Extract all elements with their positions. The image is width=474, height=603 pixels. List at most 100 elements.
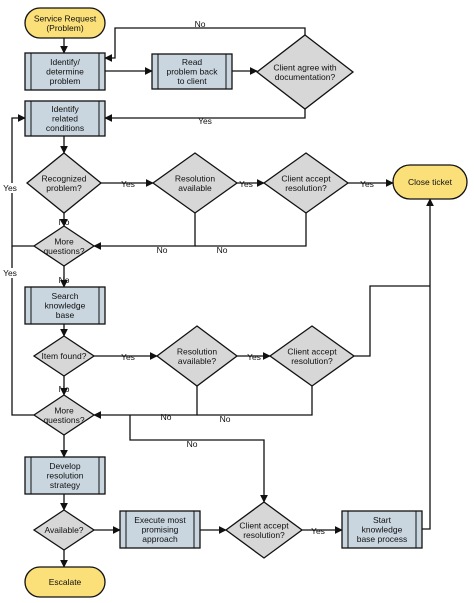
node-available: Available? xyxy=(32,509,96,551)
node-label: Client accept xyxy=(239,520,289,530)
label-recognized-yes: Yes xyxy=(121,179,135,189)
process-shape xyxy=(24,100,106,137)
node-label: Item found? xyxy=(42,351,87,361)
node-label: knowledge xyxy=(45,301,86,311)
node-label: available xyxy=(178,183,212,193)
label-resolution1-yes: Yes xyxy=(239,179,253,189)
node-label: Develop xyxy=(49,461,80,471)
label-agree-no: No xyxy=(195,19,206,29)
process-shape xyxy=(119,510,201,549)
label-accept2-no: No xyxy=(220,414,231,424)
node-label: Search xyxy=(52,291,79,301)
node-label: problem back xyxy=(166,67,218,77)
node-label: Available? xyxy=(44,525,83,535)
node-label: documentation? xyxy=(275,72,336,82)
node-label: knowledge xyxy=(362,525,403,535)
decision-shape xyxy=(32,335,96,377)
node-label: Read xyxy=(182,57,203,67)
edge-more2-no-branch xyxy=(129,415,268,503)
decision-shape xyxy=(32,225,96,267)
node-label: More xyxy=(54,405,74,415)
label-resolution2-no: No xyxy=(161,412,172,422)
label-accept3-yes: Yes xyxy=(311,526,325,536)
edge-resolution2-no xyxy=(93,386,198,419)
node-label: base process xyxy=(357,534,408,544)
edge-more1-yes-loop xyxy=(11,114,34,247)
node-label: conditions xyxy=(46,123,84,133)
node-label: Identify/ xyxy=(50,57,80,67)
node-label: Resolution xyxy=(175,173,215,183)
label-more1-no: No xyxy=(59,275,70,285)
node-label: available? xyxy=(178,356,217,366)
node-label: resolution? xyxy=(285,183,327,193)
node-label: questions? xyxy=(43,246,84,256)
edge-agree-yes xyxy=(104,109,306,122)
edge-resolution1-no xyxy=(93,213,196,250)
decision-shape xyxy=(155,325,239,387)
node-label: problem xyxy=(50,76,81,86)
node-label: to client xyxy=(177,76,207,86)
edge-more2-yes-loop xyxy=(11,246,34,416)
node-label: Resolution xyxy=(177,346,217,356)
edge-start-to-close xyxy=(422,198,434,530)
process-shape xyxy=(24,286,106,325)
node-label: promising xyxy=(142,525,179,535)
node-label: Escalate xyxy=(49,577,82,587)
label-more1-yes: Yes xyxy=(3,183,17,193)
edge-accept1-no xyxy=(195,213,307,247)
label-accept1-yes: Yes xyxy=(360,179,374,189)
node-label: Identify xyxy=(51,104,79,114)
node-label: (Problem) xyxy=(46,23,83,33)
label-more2-no: No xyxy=(187,439,198,449)
decision-shape xyxy=(25,152,103,214)
node-label: strategy xyxy=(50,480,81,490)
edge-accept2-no xyxy=(197,386,313,416)
node-label: Close ticket xyxy=(408,177,453,187)
node-label: approach xyxy=(142,534,178,544)
node-label: Client accept xyxy=(281,173,331,183)
label-item-yes: Yes xyxy=(121,352,135,362)
node-label: resolution? xyxy=(243,530,285,540)
connectors xyxy=(11,27,434,568)
process-shape xyxy=(341,510,423,549)
decision-shape xyxy=(32,509,96,551)
process-shape xyxy=(151,53,233,90)
node-service-request: Service Request(Problem) xyxy=(24,7,106,39)
terminal-shape xyxy=(392,164,468,200)
label-accept1-no: No xyxy=(217,245,228,255)
label-resolution2-yes: Yes xyxy=(247,352,261,362)
decision-shape xyxy=(262,152,350,214)
node-label: related xyxy=(52,114,78,124)
edge-accept2-yes xyxy=(354,285,430,357)
node-label: Client agree with xyxy=(273,62,337,72)
node-label: Client accept xyxy=(287,346,337,356)
decision-shape xyxy=(32,394,96,436)
label-kb-yes: Yes xyxy=(3,268,17,278)
terminal-shape xyxy=(24,566,106,598)
node-label: Service Request xyxy=(34,13,97,23)
node-escalate: Escalate xyxy=(24,566,106,598)
node-label: determine xyxy=(46,67,84,77)
edge-agree-no-loop xyxy=(104,27,306,62)
label-backing xyxy=(2,183,18,193)
node-item-found: Item found? xyxy=(32,335,96,377)
node-label: resolution xyxy=(47,471,84,481)
node-label: Execute most xyxy=(134,515,186,525)
node-label: questions? xyxy=(43,415,84,425)
node-label: resolution? xyxy=(291,356,333,366)
